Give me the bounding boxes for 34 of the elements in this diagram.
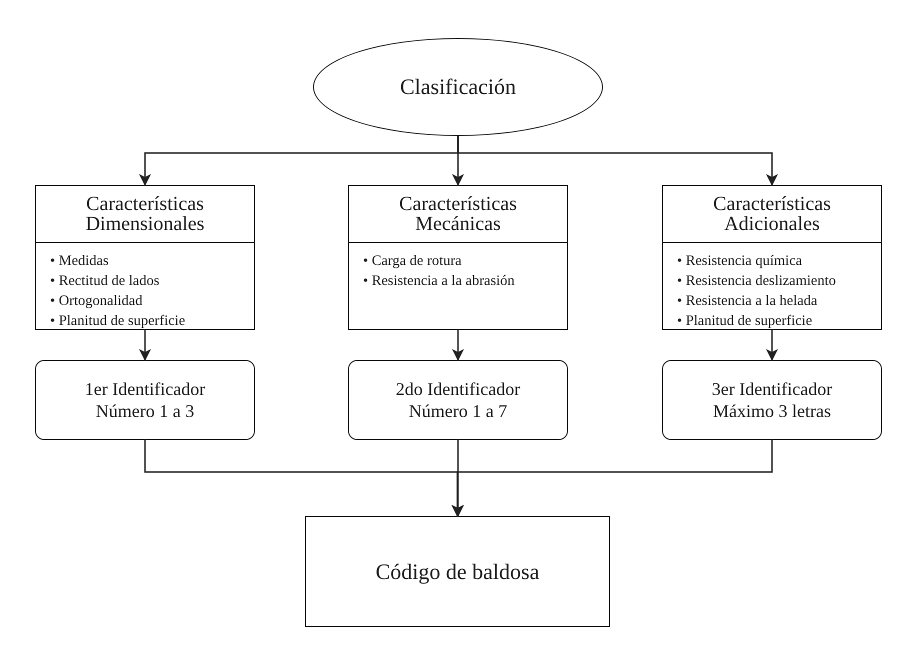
category-box (35, 185, 255, 330)
node-title: Código de baldosa (376, 558, 540, 586)
node-subtitle: Número 1 a 7 (408, 400, 508, 422)
box-heading: Características Adicionales (712, 194, 832, 234)
bullet-item: • Ortogonalidad (50, 292, 144, 311)
bullet-item: • Resistencia química (677, 252, 804, 271)
node-subtitle: Número 1 a 3 (96, 400, 194, 422)
identifier-box (35, 360, 255, 440)
arrow (766, 330, 778, 361)
node-subtitle: Máximo 3 letras (713, 400, 831, 422)
bullet-item: • Resistencia a la helada (677, 292, 818, 311)
bullet-item: • Medidas (50, 252, 110, 271)
node-title: 3er Identificador (712, 378, 832, 400)
arrow (452, 440, 773, 517)
bullet-item: • Carga de rotura (363, 252, 463, 271)
bullet-item: • Resistencia deslizamiento (677, 272, 837, 291)
arrow (139, 330, 151, 361)
box-heading: Características Dimensionales (84, 194, 206, 234)
bullet-item: • Planitud de superficie (50, 312, 186, 331)
category-box (662, 185, 882, 330)
identifier-box (662, 360, 882, 440)
identifier-box (348, 360, 568, 440)
bullet-item: • Rectitud de lados (50, 272, 160, 291)
arrow (457, 136, 778, 186)
node-title: 2do Identificador (396, 378, 520, 400)
arrow (452, 440, 464, 517)
bullet-item: • Resistencia a la abrasión (363, 272, 516, 291)
node-title: 1er Identificador (84, 378, 206, 400)
node-title: Clasificación (400, 73, 516, 101)
category-box (348, 185, 568, 330)
result-box (305, 516, 610, 627)
box-heading: Características Mecánicas (398, 194, 518, 234)
arrow (452, 330, 464, 361)
bullet-item: • Planitud de superficie (677, 312, 814, 331)
